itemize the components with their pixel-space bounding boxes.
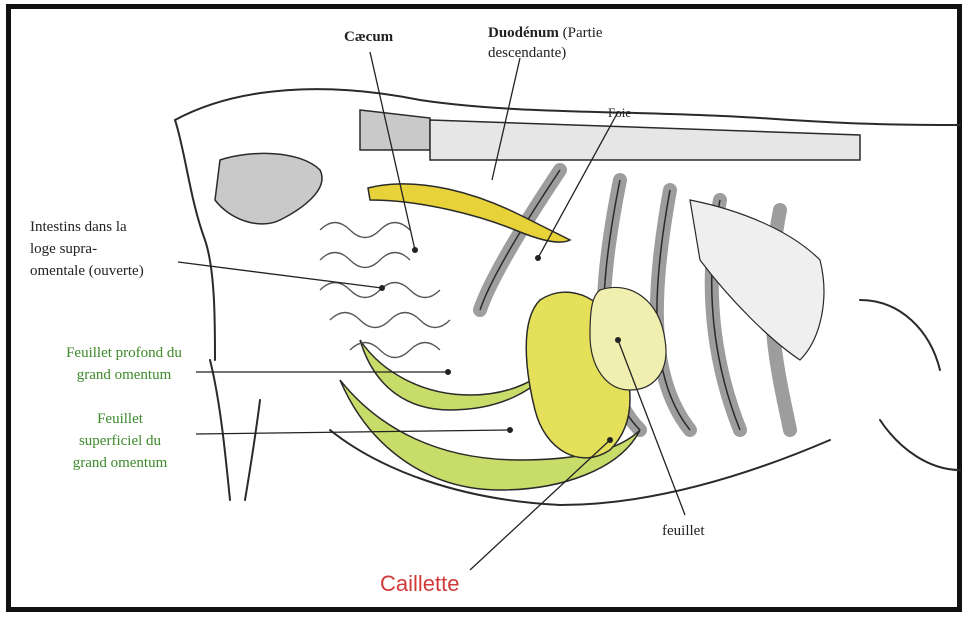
neck-outline [175,120,215,360]
label-duodenum-paren: (Partie [563,25,603,41]
label-duodenum-main: Duodénum [488,25,559,41]
label-foie: Foie [608,104,631,122]
label-caecum: Cæcum [344,28,393,46]
label-feuillet-profond-1: Feuillet profond du [44,344,204,362]
label-feuillet-superficiel-2: superficiel du [40,432,200,450]
label-intestins-1: Intestins dans la [30,218,127,236]
label-intestins-3: omentale (ouverte) [30,262,144,280]
scapula [215,153,322,223]
label-feuillet: feuillet [662,522,704,540]
label-feuillet-profond-2: grand omentum [44,366,204,384]
label-duodenum-line2: descendante) [488,44,566,62]
hind-leg [860,300,960,470]
intestines [320,223,450,358]
label-caillette: Caillette [380,575,459,593]
label-feuillet-superficiel-1: Feuillet [40,410,200,428]
label-feuillet-superficiel-3: grand omentum [40,454,200,472]
label-intestins-2: loge supra- [30,240,97,258]
label-duodenum: Duodénum (Partie [488,24,603,42]
front-leg [210,360,260,500]
back-outline [175,89,960,125]
